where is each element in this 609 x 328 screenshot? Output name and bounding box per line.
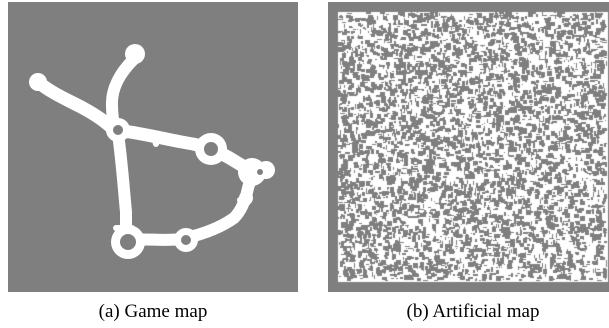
corridor-left-vertical [112,128,132,246]
top-blob [125,44,145,64]
game-map-panel [8,2,298,292]
caption-artificial-map: (b) Artificial map [406,301,540,322]
artificial-map-image [328,2,609,292]
left-blob [29,73,47,91]
corridor-left-arm [31,75,121,137]
game-map-image [29,44,275,259]
caption-game-map: (a) Game map [98,301,208,322]
artificial-map-panel [328,2,609,292]
corridor-bottom [120,168,266,246]
corridor-upper-right [107,123,267,181]
